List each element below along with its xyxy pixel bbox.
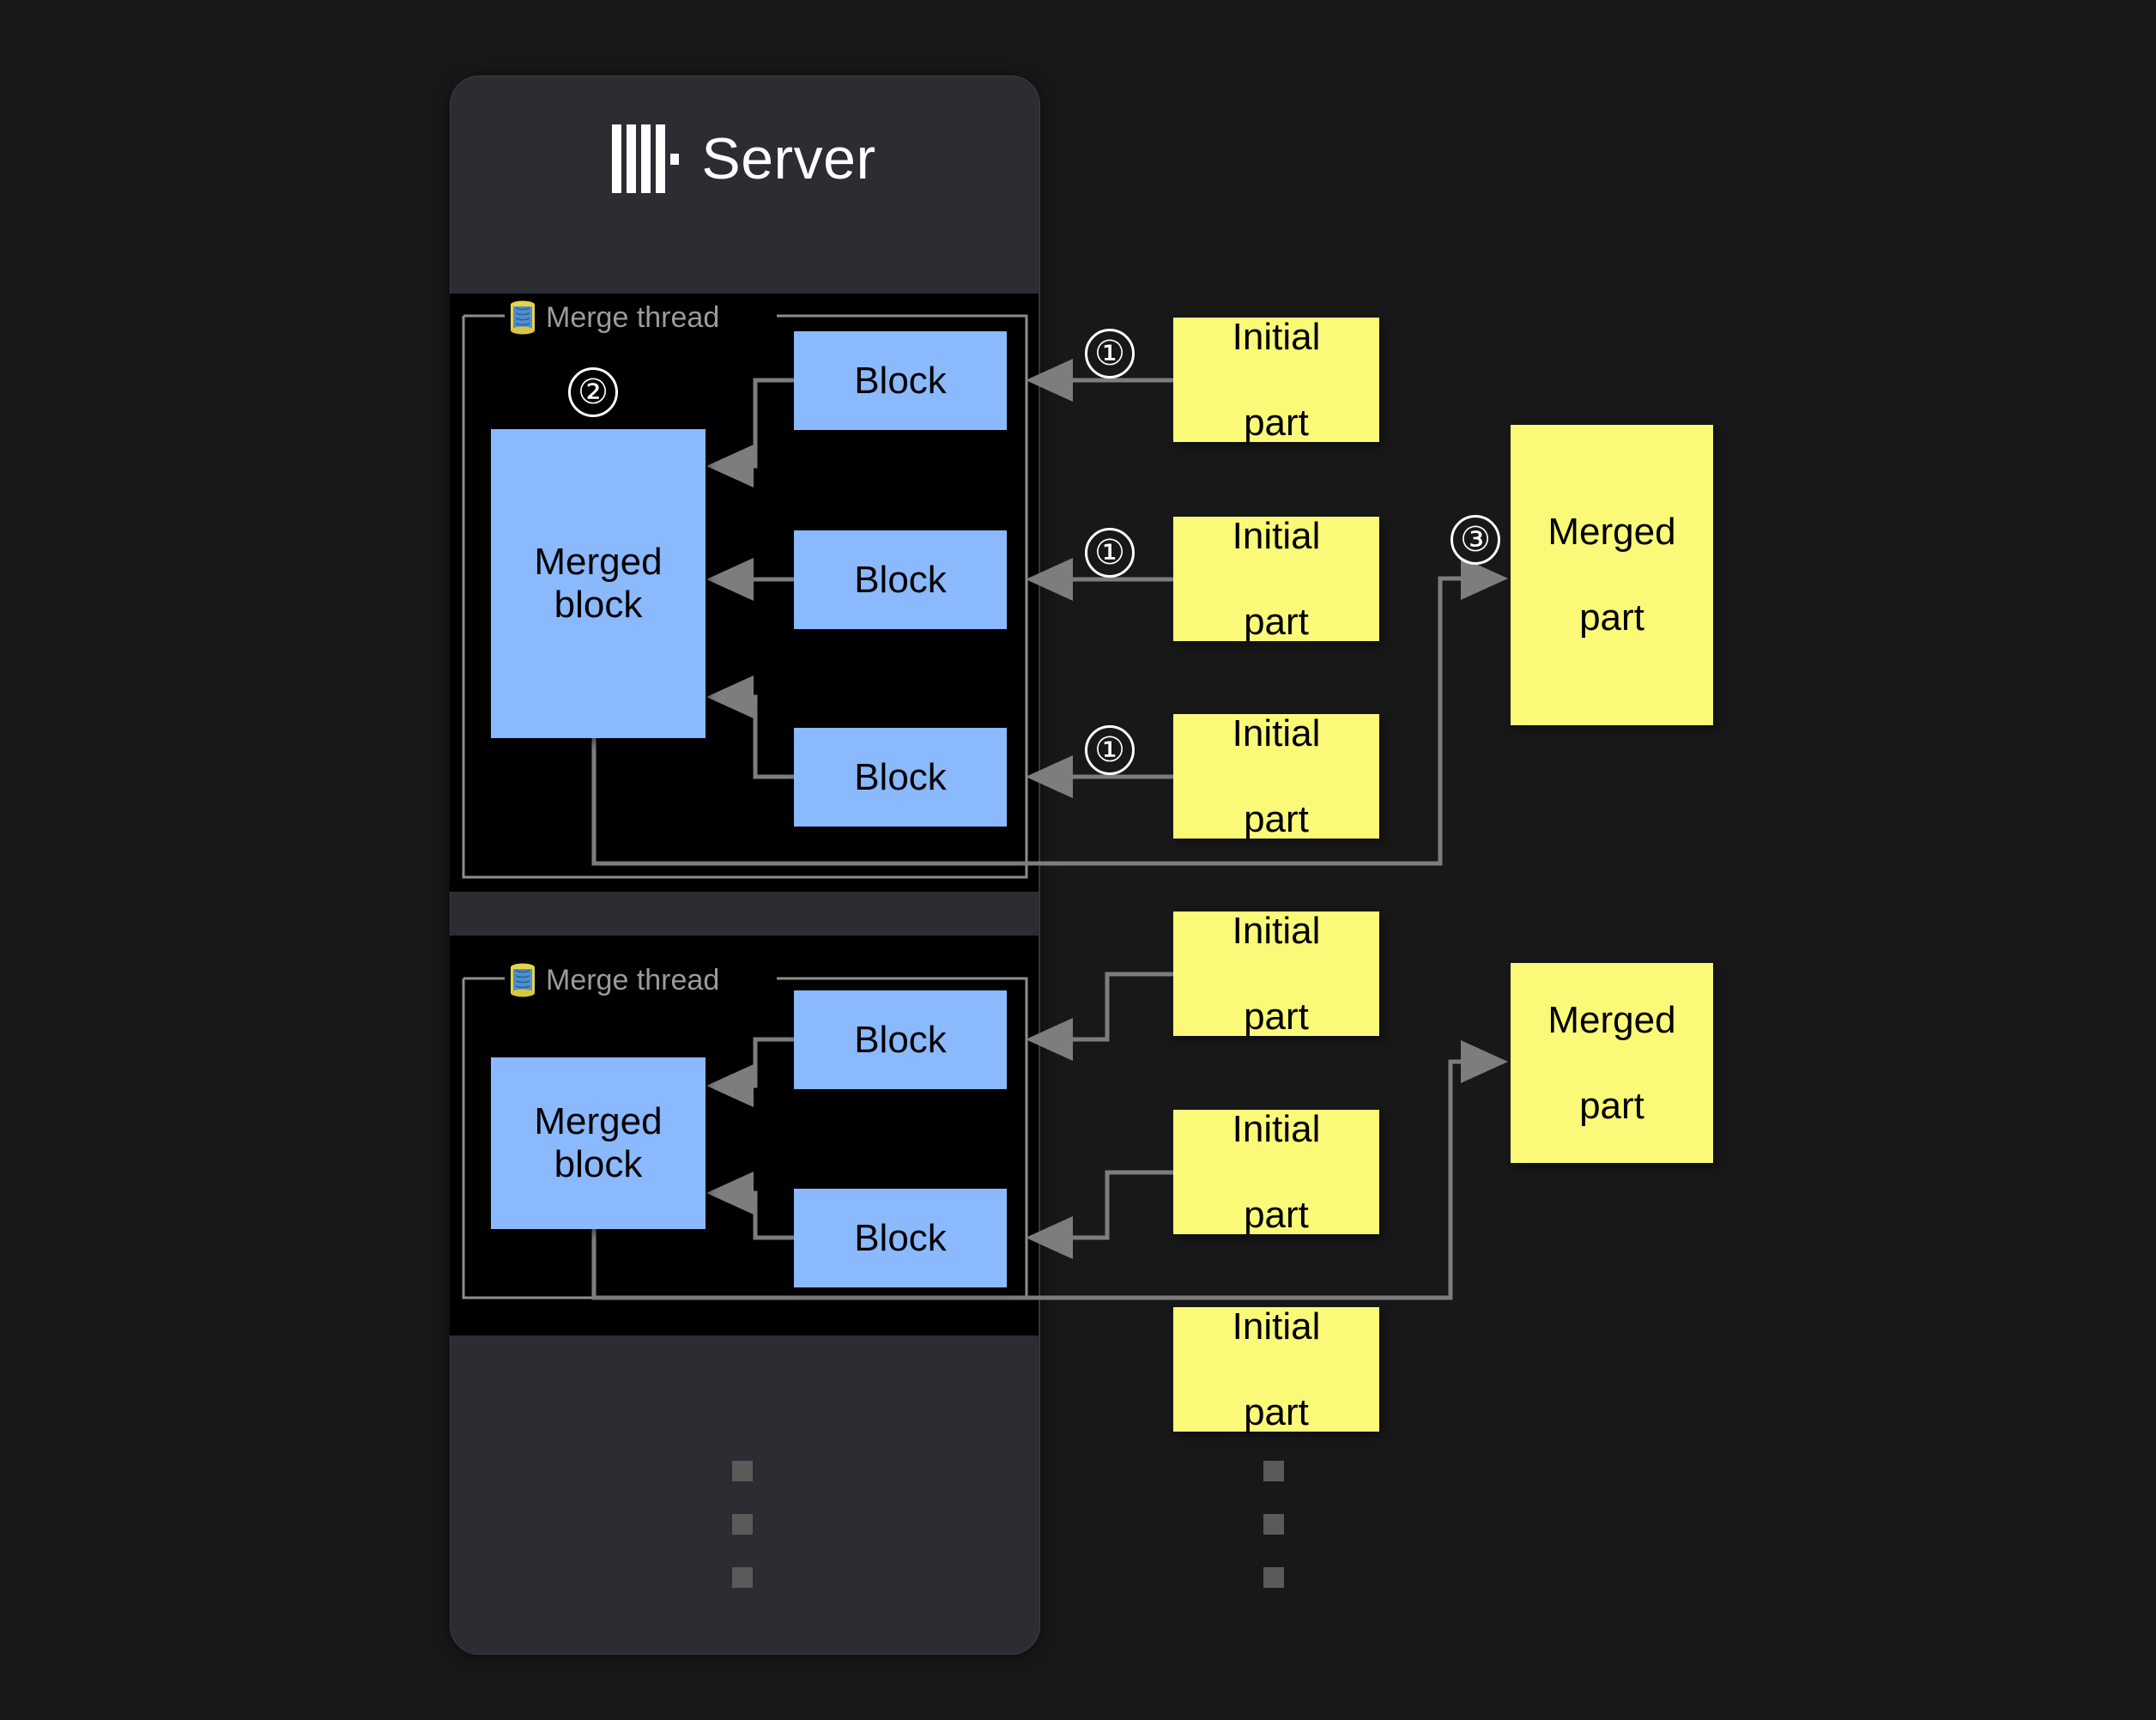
ellipsis-dot <box>1263 1461 1284 1481</box>
ellipsis-dot <box>1263 1514 1284 1535</box>
step-badge-3: ③ <box>1450 515 1500 565</box>
block-label: Block <box>854 755 947 798</box>
thread-spool-icon <box>511 300 535 335</box>
initial-part-1[interactable]: Initial part <box>1173 315 1379 444</box>
merged-part-1[interactable]: Merged part <box>1511 425 1713 725</box>
merge-thread-label-text: Merge thread <box>546 964 720 996</box>
parts-column-ellipsis <box>1263 1461 1284 1620</box>
block-1-1[interactable]: Block <box>794 331 1007 430</box>
thread-spool-icon <box>511 963 535 997</box>
initial-part-line1: Initial <box>1232 1107 1321 1150</box>
server-header: Server <box>450 112 1039 206</box>
initial-part-6[interactable]: Initial part <box>1173 1305 1379 1433</box>
initial-part-line1: Initial <box>1232 909 1321 952</box>
block-1-2[interactable]: Block <box>794 530 1007 629</box>
initial-part-4[interactable]: Initial part <box>1173 909 1379 1038</box>
server-column-ellipsis <box>732 1461 753 1620</box>
initial-part-line1: Initial <box>1232 514 1321 557</box>
initial-part-line2: part <box>1244 995 1309 1038</box>
step-badge-1a: ① <box>1085 329 1135 379</box>
block-1-3[interactable]: Block <box>794 728 1007 827</box>
block-label: Block <box>854 558 947 601</box>
merged-part-line1: Merged <box>1547 511 1676 553</box>
initial-part-line2: part <box>1244 600 1309 643</box>
block-2-1[interactable]: Block <box>794 990 1007 1089</box>
ellipsis-dot <box>732 1567 753 1588</box>
merged-block-label: Merged block <box>534 1100 663 1185</box>
ellipsis-dot <box>1263 1567 1284 1588</box>
ellipsis-dot <box>732 1514 753 1535</box>
server-title: Server <box>701 126 876 191</box>
initial-part-2[interactable]: Initial part <box>1173 514 1379 643</box>
clickhouse-logo-icon <box>612 124 680 193</box>
block-label: Block <box>854 1018 947 1061</box>
merged-part-line2: part <box>1579 597 1644 639</box>
ellipsis-dot <box>732 1461 753 1481</box>
initial-part-line1: Initial <box>1232 712 1321 754</box>
block-label: Block <box>854 1216 947 1259</box>
block-label: Block <box>854 359 947 402</box>
merge-thread-label-text: Merge thread <box>546 301 720 334</box>
merged-part-line1: Merged <box>1547 998 1676 1041</box>
initial-part-line1: Initial <box>1232 1305 1321 1348</box>
initial-part-5[interactable]: Initial part <box>1173 1107 1379 1236</box>
block-2-2[interactable]: Block <box>794 1189 1007 1287</box>
merged-block-2[interactable]: Merged block <box>491 1057 706 1229</box>
initial-part-3[interactable]: Initial part <box>1173 712 1379 840</box>
initial-part-line2: part <box>1244 1390 1309 1433</box>
step-badge-1b: ① <box>1085 528 1135 578</box>
merged-part-line2: part <box>1579 1084 1644 1127</box>
initial-part-line2: part <box>1244 401 1309 444</box>
merge-thread-label-1: Merge thread <box>508 300 719 335</box>
initial-part-line1: Initial <box>1232 315 1321 358</box>
initial-part-line2: part <box>1244 1193 1309 1236</box>
initial-part-line2: part <box>1244 797 1309 840</box>
step-badge-2: ② <box>568 367 618 417</box>
merged-part-2[interactable]: Merged part <box>1511 963 1713 1163</box>
merged-block-label: Merged block <box>534 541 663 626</box>
merge-thread-label-2: Merge thread <box>508 963 719 997</box>
merged-block-1[interactable]: Merged block <box>491 429 706 738</box>
step-badge-1c: ① <box>1085 725 1135 775</box>
